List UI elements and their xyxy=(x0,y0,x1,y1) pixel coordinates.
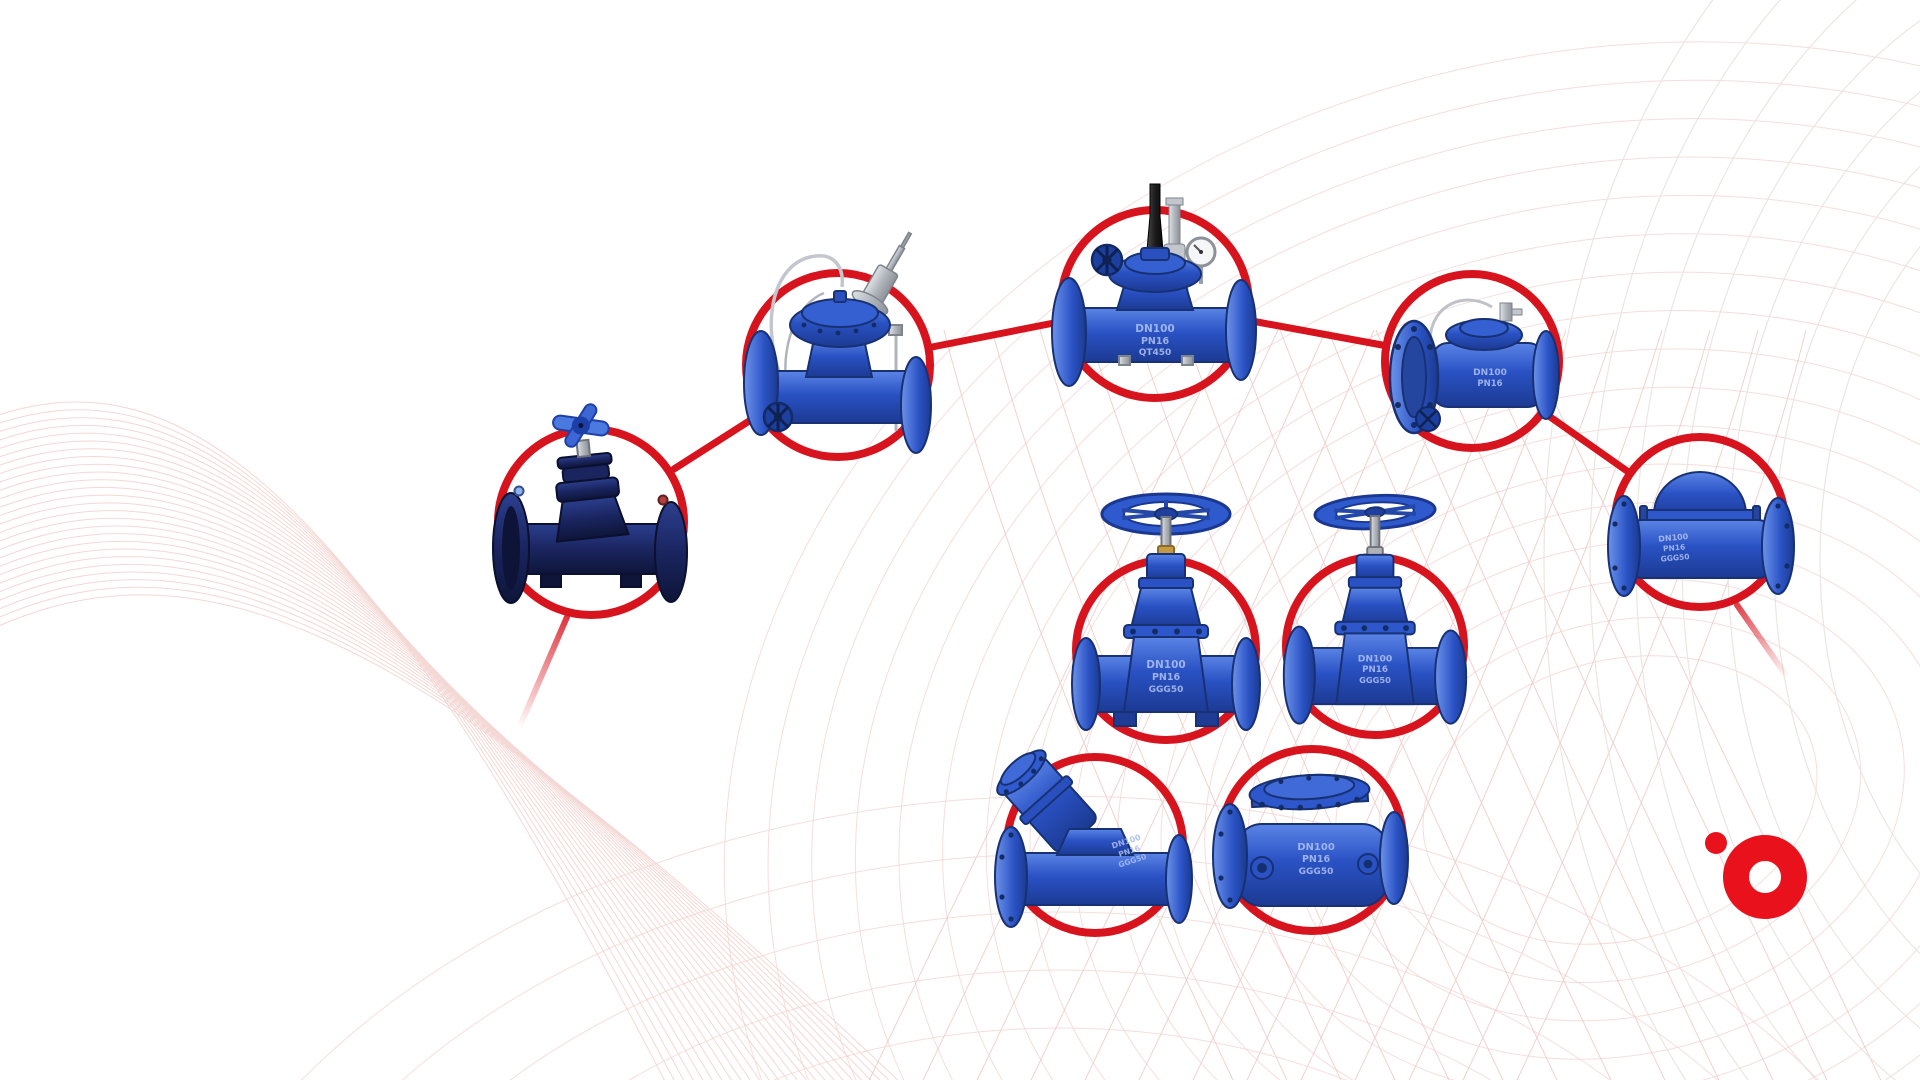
pump-control-valve-image xyxy=(743,231,932,454)
y-ball-check-valve-image: DN100 PN16 GGG50 xyxy=(994,749,1193,928)
wave-bundle-left xyxy=(0,401,899,1080)
logo-ring-icon xyxy=(1723,835,1807,919)
svg-text:PN16: PN16 xyxy=(1152,672,1181,683)
fading-tail-right xyxy=(1734,602,1791,681)
mini-handwheel xyxy=(762,401,794,433)
mini-handwheel xyxy=(1090,243,1124,277)
link-sustaining-to-ballcheck xyxy=(1542,410,1631,475)
gate-valve-2-image: DN100 PN16 GGG50 xyxy=(1282,493,1468,725)
fading-tail-left xyxy=(516,614,570,731)
handwheel xyxy=(1100,492,1232,536)
svg-text:GGG50: GGG50 xyxy=(1359,675,1391,685)
product-ball-check-valve[interactable]: DN100 PN16 GGG50 xyxy=(1607,433,1795,611)
svg-text:PN16: PN16 xyxy=(1362,665,1388,675)
pressure-gauge xyxy=(1185,236,1217,268)
product-pressure-sustaining-valve[interactable]: DN100 PN16 xyxy=(1381,270,1563,452)
balancing-valve-image xyxy=(492,403,688,604)
svg-text:DN100: DN100 xyxy=(1297,842,1335,853)
link-pumpcontrol-to-reducing xyxy=(928,318,1063,351)
handwheel xyxy=(1313,493,1437,531)
svg-text:DN100: DN100 xyxy=(1146,659,1185,671)
svg-text:DN100: DN100 xyxy=(1473,368,1507,378)
product-gate-valve[interactable]: DN100 PN16 GGG50 xyxy=(1071,492,1261,744)
black-stem xyxy=(1146,183,1164,251)
brand-logo[interactable] xyxy=(1690,815,1815,930)
product-pressure-reducing-valve[interactable]: DN100 PN16 QT450 xyxy=(1051,183,1257,402)
svg-text:QT450: QT450 xyxy=(1139,348,1172,358)
svg-text:GGG50: GGG50 xyxy=(1660,552,1690,563)
svg-text:DN100: DN100 xyxy=(1135,323,1174,335)
product-balancing-valve[interactable] xyxy=(492,403,688,619)
swing-check-valve-image: DN100 PN16 GGG50 xyxy=(1212,773,1409,909)
link-reducing-to-sustaining xyxy=(1248,317,1386,349)
product-pump-control-valve[interactable] xyxy=(742,231,934,461)
logo-dot-icon xyxy=(1705,832,1727,854)
product-gate-valve-2[interactable]: DN100 PN16 GGG50 xyxy=(1282,493,1468,739)
svg-text:PN16: PN16 xyxy=(1302,854,1331,865)
svg-text:DN100: DN100 xyxy=(1358,654,1393,665)
svg-text:GGG50: GGG50 xyxy=(1149,685,1184,695)
link-balancing-to-pumpcontrol xyxy=(670,412,761,473)
blue-handwheel xyxy=(552,403,610,448)
product-y-ball-check-valve[interactable]: DN100 PN16 GGG50 xyxy=(994,749,1193,937)
svg-text:PN16: PN16 xyxy=(1141,336,1170,347)
product-swing-check-valve[interactable]: DN100 PN16 GGG50 xyxy=(1212,745,1409,935)
pressure-sustaining-valve-image: DN100 PN16 xyxy=(1388,298,1560,435)
svg-text:GGG50: GGG50 xyxy=(1299,867,1334,877)
svg-text:DN100: DN100 xyxy=(1658,532,1689,544)
svg-text:PN16: PN16 xyxy=(1663,542,1686,553)
pilot-tube xyxy=(769,254,845,376)
gate-valve-image: DN100 PN16 GGG50 xyxy=(1071,492,1261,731)
svg-text:PN16: PN16 xyxy=(1477,379,1502,389)
ball-check-valve-image: DN100 PN16 GGG50 xyxy=(1607,471,1795,597)
mini-handwheel xyxy=(1415,406,1441,432)
pressure-reducing-valve-image: DN100 PN16 QT450 xyxy=(1051,183,1257,387)
